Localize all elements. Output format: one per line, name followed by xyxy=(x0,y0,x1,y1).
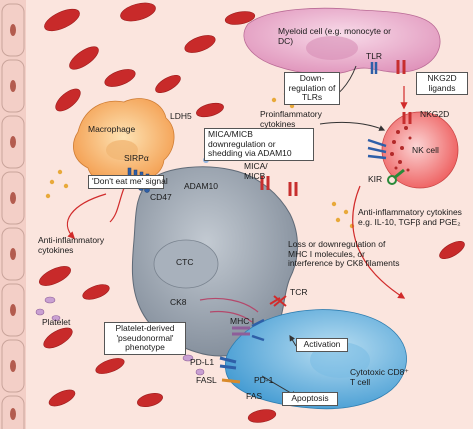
myeloid-nucleus xyxy=(306,36,358,60)
mica-receptors xyxy=(260,176,298,196)
myeloid-label: Myeloid cell (e.g. monocyte or DC) xyxy=(278,26,391,46)
fas-label: FAS xyxy=(246,391,263,401)
red-blood-cells xyxy=(39,2,465,423)
macrophage-nucleus xyxy=(106,140,138,160)
proinflammatory-label: Proinflammatory cytokines xyxy=(260,109,322,129)
tlr-receptors xyxy=(370,60,406,74)
nk-cell-label: NK cell xyxy=(412,145,439,155)
adam10-label: ADAM10 xyxy=(184,181,219,191)
t-cell-label: Cytotoxic CD8⁺ T cell xyxy=(350,367,409,387)
nkg2d-receptor xyxy=(402,112,412,124)
dont-eat-me-box: 'Don't eat me' signal xyxy=(88,175,168,189)
nkg2d-label: NKG2D xyxy=(420,109,450,119)
nkg2d-ligands-box: NKG2D ligands xyxy=(416,72,468,95)
ck8-label: CK8 xyxy=(170,297,187,307)
mica-label: MICA/ MICB xyxy=(244,161,268,181)
cd47-label: CD47 xyxy=(150,192,172,202)
platelet-label: Platelet xyxy=(42,317,71,327)
mhc-tcr-receptors xyxy=(232,295,287,342)
kir-receptor xyxy=(387,168,405,185)
pd1-label: PD-1 xyxy=(254,375,274,385)
ldh5-label: LDH5 xyxy=(170,111,192,121)
activation-box: Activation xyxy=(296,338,348,352)
vessel-wall xyxy=(0,0,26,429)
endothelial-cells xyxy=(1,3,25,429)
downregulation-tlrs-box: Down- regulation of TLRs xyxy=(284,72,340,105)
macrophage-label: Macrophage xyxy=(88,124,136,134)
nk-granules xyxy=(390,126,412,172)
ctc-label: CTC xyxy=(176,257,194,267)
fasl-label: FASL xyxy=(196,375,217,385)
kir-label: KIR xyxy=(368,174,383,184)
pdl1-label: PD-L1 xyxy=(190,357,215,367)
nk-ctc-receptors xyxy=(367,138,387,160)
anti-inflammatory-label: Anti-inflammatory cytokines xyxy=(38,235,105,255)
ck8-filaments xyxy=(199,297,259,323)
mica-shedding-box: MICA/MICB downregulation or shedding via… xyxy=(204,128,314,161)
pdl1-pd1-receptors xyxy=(219,356,241,384)
platelet-phenotype-box: Platelet-derived 'pseudonormal' phenotyp… xyxy=(104,322,186,355)
tcr-label: TCR xyxy=(290,287,308,297)
endothelial-nuclei xyxy=(10,24,16,420)
ctc-nucleus xyxy=(153,239,219,289)
mhc-loss-label: Loss or downregulation of MHC I molecule… xyxy=(288,239,400,268)
tlr-label: TLR xyxy=(366,51,383,61)
apoptosis-box: Apoptosis xyxy=(282,392,338,406)
anti-inflammatory-list-label: Anti-inflammatory cytokines e.g. IL-10, … xyxy=(358,207,462,227)
sirpa-label: SIRPα xyxy=(124,153,149,163)
mhc1-label: MHC I xyxy=(230,316,255,326)
